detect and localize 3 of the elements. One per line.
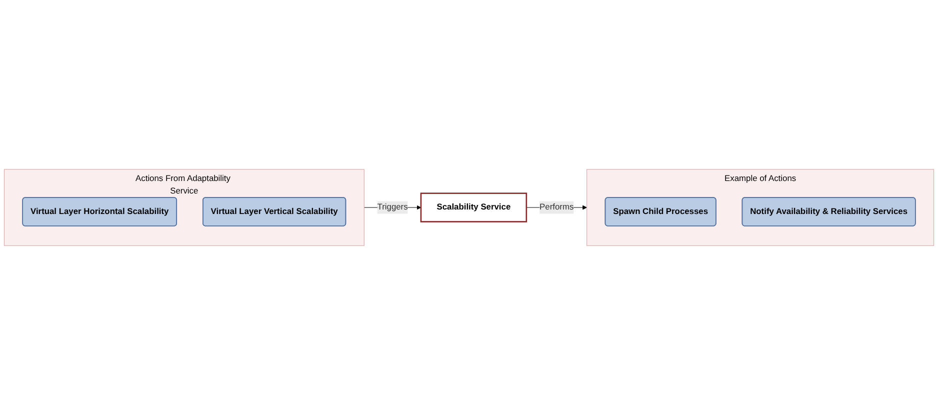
node-box: Scalability Service	[420, 192, 528, 222]
edge-label: Performs	[540, 202, 574, 212]
edge-label: Triggers	[377, 202, 408, 212]
